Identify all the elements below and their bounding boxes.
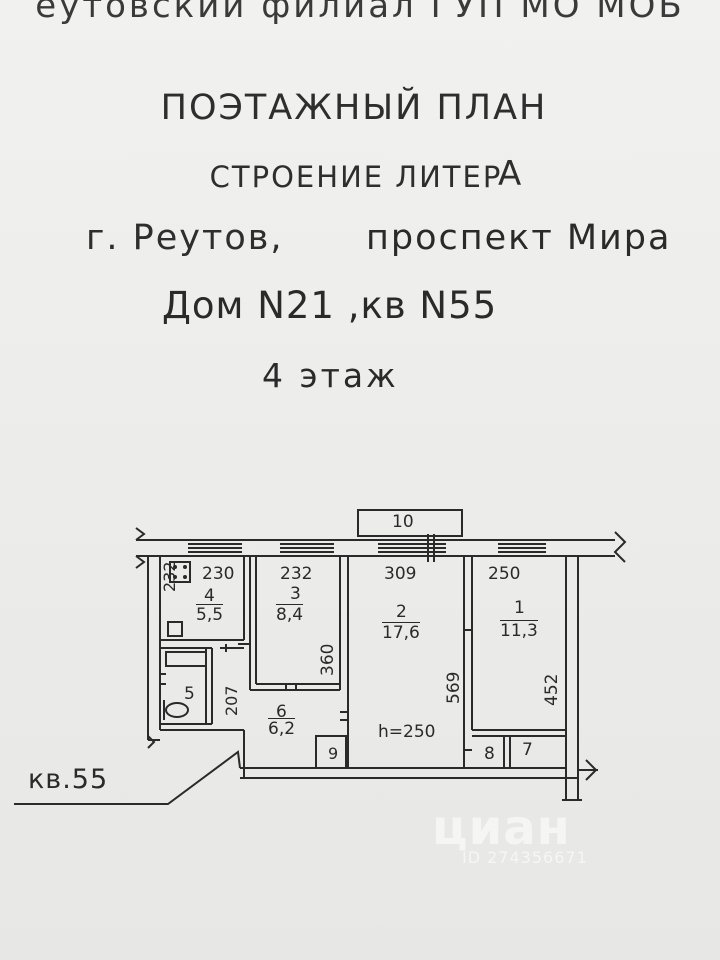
cut-off-header-text: еутовский филиал ГУП МО МОБ	[35, 0, 685, 26]
room-6-area: 6,2	[268, 718, 296, 739]
ceiling-height: h=250	[378, 722, 436, 742]
room-7-number: 7	[522, 740, 533, 760]
house-apartment-text: Дом N21 ,кв N55	[162, 284, 498, 327]
street-text: проспект Мира	[366, 218, 672, 258]
city-text: г. Реутов,	[86, 218, 284, 258]
room-2-depth: 569	[444, 671, 464, 704]
balcony-number: 10	[392, 512, 414, 532]
room-5-number: 5	[184, 684, 195, 704]
room-6-number: 6	[276, 702, 287, 722]
room-1-number: 1	[514, 598, 525, 618]
room-1-depth: 452	[542, 673, 562, 706]
room-4-number: 4	[204, 586, 215, 606]
plan-title: ПОЭТАЖНЫЙ ПЛАН	[160, 88, 548, 128]
room-4-depth: 232	[160, 561, 179, 592]
room-1-area: 11,3	[500, 620, 538, 641]
room-2-number: 2	[396, 602, 407, 622]
window-marks	[188, 534, 546, 562]
cian-watermark-id: ID 274356671	[462, 848, 588, 867]
room-3-number: 3	[290, 584, 301, 604]
room-5-width: 207	[222, 685, 241, 716]
building-line: СТРОЕНИЕ ЛИТЕР	[209, 160, 503, 194]
room-3-area: 8,4	[276, 604, 304, 625]
building-letter: А	[498, 154, 522, 194]
room-4-width: 230	[202, 564, 235, 584]
room-9-number: 9	[328, 744, 339, 763]
room-2-area: 17,6	[382, 622, 420, 643]
room-3-width: 232	[280, 564, 313, 584]
room-2-width: 309	[384, 564, 417, 584]
balcony-outline	[357, 509, 463, 537]
room-4-area: 5,5	[196, 604, 224, 625]
room-8-number: 8	[484, 744, 495, 764]
room-3-depth: 360	[318, 643, 338, 676]
apartment-label: кв.55	[28, 764, 109, 795]
cian-watermark: циан	[432, 800, 571, 856]
room-1-width: 250	[488, 564, 521, 584]
floor-text: 4 этаж	[262, 356, 399, 395]
